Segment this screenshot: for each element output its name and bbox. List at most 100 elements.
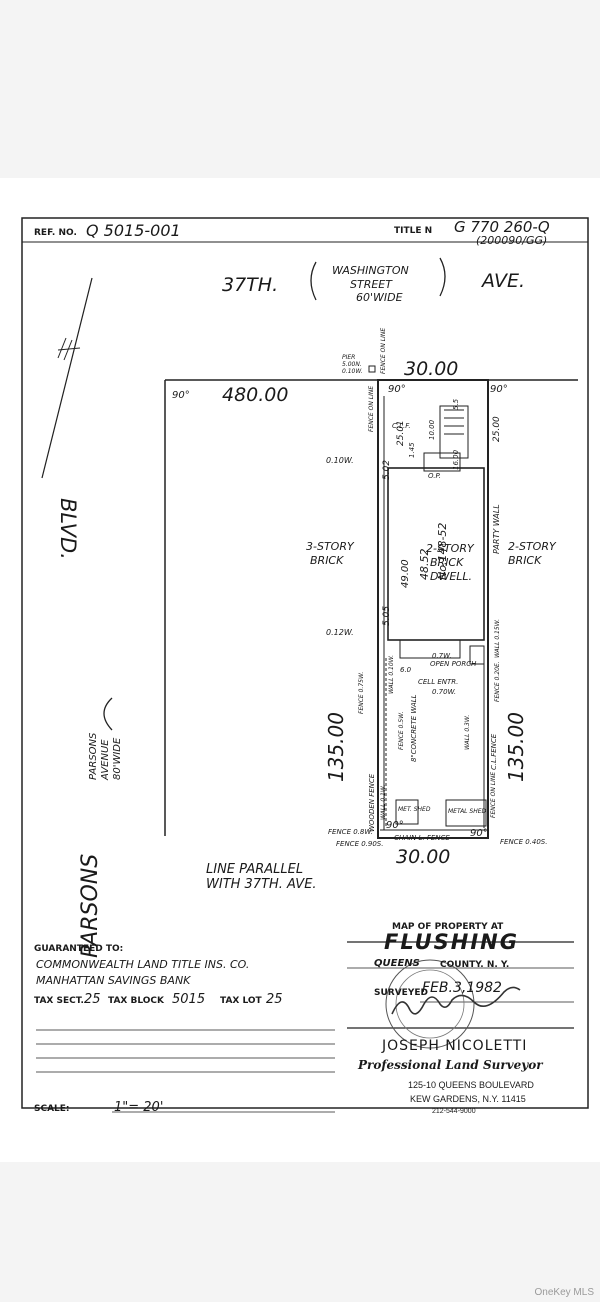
surveyor-title: Professional Land Surveyor: [358, 1058, 543, 1072]
surveyor-address-2: KEW GARDENS, N.Y. 11415: [410, 1094, 526, 1104]
angle-ne: 90°: [490, 384, 508, 395]
chain-link-fence: CHAIN L. FENCE: [394, 834, 450, 842]
pier-label: PIER: [342, 354, 356, 361]
north-street-prefix: 37TH.: [222, 274, 279, 296]
west-street-sub-1: PARSONS: [88, 732, 99, 780]
wall-010w: WALL 0.10W.: [388, 654, 395, 694]
dim-6-0: 6.0: [400, 666, 412, 674]
title-label: TITLE N: [394, 226, 433, 236]
fence-020e: FENCE 0.20E.: [494, 661, 501, 702]
north-arrow: [41, 277, 93, 479]
dim-49-00: 49.00: [400, 559, 411, 588]
angle-nw: 90°: [172, 390, 190, 401]
wooden-fence: WOODEN FENCE: [368, 773, 376, 832]
fence-075w: FENCE 0.75W.: [358, 671, 365, 714]
house-label-1: 2-STORY: [426, 542, 474, 555]
guaranteed-insurer: COMMONWEALTH LAND TITLE INS. CO.: [36, 958, 250, 971]
title-value: G 770 260-Q: [454, 218, 550, 236]
dim-10-00: 10.00: [428, 419, 436, 440]
fence-se: FENCE 0.40S.: [500, 838, 548, 846]
angle-se: 90°: [470, 828, 488, 839]
cellar-entrance: CELL ENTR.: [418, 678, 459, 686]
right-building-1: 2-STORY: [508, 540, 556, 553]
wall-015w: WALL 0.15W.: [494, 618, 501, 658]
ref-label: REF. NO.: [34, 228, 77, 238]
left-building-1: 3-STORY: [306, 540, 354, 553]
pier-offset-n: 5.00N.: [342, 361, 362, 368]
offset-070w: 0.70W.: [432, 688, 457, 696]
surveyor-seal: [385, 959, 475, 1049]
tax-sect-value: 25: [84, 992, 101, 1007]
wall-01w: WALL 0.1W.: [380, 784, 387, 820]
house-label-2: BRICK: [430, 556, 464, 569]
town-name: FLUSHING: [384, 930, 519, 954]
dim-5-5: 5.5: [452, 398, 460, 410]
tax-block-label: TAX BLOCK: [108, 996, 164, 1006]
tax-lot-value: 25: [266, 992, 283, 1007]
fence-top: FENCE ON LINE: [380, 327, 387, 374]
fence-05w: FENCE 0.5W.: [398, 711, 405, 750]
house-label-3: DWELL.: [430, 570, 473, 583]
dim-16-00: 16.00: [452, 449, 460, 470]
scale-value: 1"= 20': [114, 1100, 164, 1115]
county-state: COUNTY. N. Y.: [440, 960, 510, 970]
angle-lot-nw: 90°: [388, 384, 406, 395]
left-building-2: BRICK: [310, 554, 344, 567]
north-street-suffix: AVE.: [482, 270, 526, 292]
metal-shed-right: METAL SHED: [448, 808, 487, 815]
dim-north-lot: 30.00: [404, 358, 459, 380]
scale-label: SCALE:: [34, 1104, 70, 1114]
north-street-name: WASHINGTON: [332, 264, 409, 277]
surveyor-address-1: 125-10 QUEENS BOULEVARD: [408, 1080, 534, 1090]
offset-07w: 0.7W.: [432, 652, 452, 660]
offset-010w: 0.10W.: [326, 456, 354, 465]
west-street-suffix: BLVD.: [56, 498, 80, 560]
dim-north-block: 480.00: [222, 384, 289, 406]
page-border: [21, 217, 589, 1109]
line-parallel-2: WITH 37TH. AVE.: [206, 877, 317, 892]
ref-value: Q 5015-001: [86, 221, 181, 240]
wall-03w: WALL 0.3W.: [464, 714, 471, 750]
surveyed-label: SURVEYED: [374, 988, 428, 998]
west-street-sub-2: AVENUE: [100, 739, 111, 780]
fence-on-line-north: FENCE ON LINE: [368, 385, 375, 432]
dim-1-45: 1.45: [408, 442, 416, 458]
surveyor-name: JOSEPH NICOLETTI: [382, 1038, 528, 1054]
metal-shed-left: MET. SHED: [398, 806, 431, 813]
porch-op: O.P.: [428, 472, 441, 480]
right-building-2: BRICK: [508, 554, 542, 567]
line-parallel-1: LINE PARALLEL: [206, 862, 304, 877]
pier-offset-w: 0.10W.: [342, 368, 363, 375]
west-street-width: 80'WIDE: [112, 737, 123, 780]
offset-012w: 0.12W.: [326, 628, 354, 637]
survey-document: REF. NO. Q 5015-001 TITLE N G 770 260-Q …: [0, 178, 600, 1162]
survey-drawing: [21, 217, 589, 1113]
dim-west: 135.00: [324, 712, 348, 782]
fence-sw-s: FENCE 0.90S.: [336, 840, 384, 848]
dim-5-05: 5.05: [382, 605, 392, 626]
dim-25-01: 25.01: [396, 420, 406, 446]
map-of-property: MAP OF PROPERTY AT: [392, 922, 504, 932]
dim-east: 135.00: [504, 712, 528, 782]
north-street-name-2: STREET: [350, 278, 392, 291]
dim-5-02: 5.02: [382, 459, 392, 480]
dim-25-00: 25.00: [492, 416, 502, 442]
party-wall: PARTY WALL: [492, 504, 501, 554]
fence-on-line-east: FENCE ON LINE: [490, 771, 497, 818]
open-porch: OPEN PORCH: [430, 660, 477, 668]
tax-block-value: 5015: [172, 992, 206, 1007]
watermark: OneKey MLS: [534, 1287, 594, 1298]
surveyor-phone: 212-544-9000: [432, 1108, 476, 1115]
county-name: QUEENS: [374, 958, 420, 969]
west-street-name: PARSONS: [78, 853, 103, 958]
surveyor-signature: [391, 986, 521, 1015]
angle-sw: 90°: [386, 820, 404, 831]
surveyed-date: FEB.3,1982: [422, 980, 502, 996]
lot-outline: [377, 379, 489, 839]
tax-sect-label: TAX SECT.: [34, 996, 84, 1006]
guaranteed-bank: MANHATTAN SAVINGS BANK: [36, 974, 191, 987]
north-street-width: 60'WIDE: [356, 291, 403, 304]
title-sub: (200090/GG): [476, 234, 548, 247]
fence-sw-w: FENCE 0.8W.: [328, 828, 373, 836]
dim-south-lot: 30.00: [396, 846, 451, 868]
